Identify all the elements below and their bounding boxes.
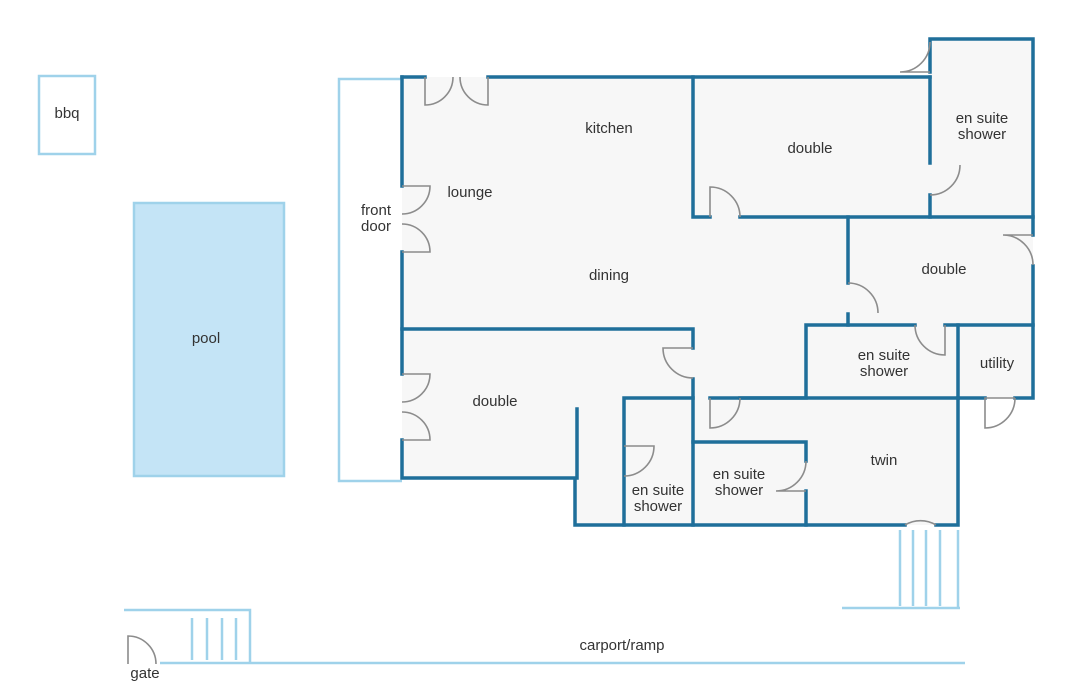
ensuite-bc-label: shower bbox=[715, 482, 763, 499]
double-left-door-icon bbox=[401, 411, 431, 441]
twin-door-icon bbox=[709, 397, 741, 429]
front-door-icon bbox=[401, 185, 431, 215]
bbq-label: bbq bbox=[54, 105, 79, 122]
ensuite-bc-door-icon bbox=[775, 460, 807, 492]
utility-door-icon bbox=[984, 397, 1016, 429]
ensuite-top-label: en suite bbox=[956, 110, 1009, 127]
house-floor bbox=[402, 39, 1033, 525]
ensuite-top-exterior-door-icon bbox=[899, 41, 931, 73]
lounge-label: lounge bbox=[447, 184, 492, 201]
ensuite-bl-label: shower bbox=[634, 498, 682, 515]
double-top-label: double bbox=[787, 140, 832, 157]
front-door-icon bbox=[401, 223, 431, 253]
gate-icon bbox=[127, 635, 157, 665]
ensuite-top-label: shower bbox=[958, 126, 1006, 143]
ensuite-top-door-icon bbox=[929, 164, 961, 196]
ensuite-mid-label: en suite bbox=[858, 347, 911, 364]
ensuite-mid-door-icon bbox=[914, 324, 946, 356]
double-right-door-icon bbox=[847, 282, 879, 314]
kitchen-label: kitchen bbox=[585, 120, 633, 137]
interior-walls bbox=[400, 75, 1035, 527]
dining-label: dining bbox=[589, 267, 629, 284]
front-door-label: door bbox=[361, 218, 391, 235]
double-right-exterior-door-icon bbox=[1002, 234, 1034, 266]
carport-label: carport/ramp bbox=[579, 637, 664, 654]
steps-right bbox=[842, 530, 960, 610]
bbq-area bbox=[37, 74, 97, 156]
ensuite-bl-door-icon bbox=[623, 445, 655, 477]
ensuite-bl-label: en suite bbox=[632, 482, 685, 499]
double-left-door-icon bbox=[401, 373, 431, 403]
pool-label: pool bbox=[192, 330, 220, 347]
double-right-label: double bbox=[921, 261, 966, 278]
gate-label: gate bbox=[130, 665, 159, 682]
kitchen-door-icon bbox=[424, 76, 454, 106]
twin-label: twin bbox=[871, 452, 898, 469]
kitchen-door-icon bbox=[459, 76, 489, 106]
ensuite-bc-label: en suite bbox=[713, 466, 766, 483]
front-door-label: front bbox=[361, 202, 392, 219]
double-left-inner-door-icon bbox=[662, 347, 694, 379]
exterior-walls bbox=[400, 37, 1035, 527]
porch-outline bbox=[337, 77, 402, 483]
double-left-label: double bbox=[472, 393, 517, 410]
utility-label: utility bbox=[980, 355, 1015, 372]
double-top-door-icon bbox=[709, 186, 741, 218]
twin-exterior-door-icon bbox=[904, 519, 937, 526]
ensuite-mid-label: shower bbox=[860, 363, 908, 380]
door-swings bbox=[127, 41, 1034, 665]
carport-outline bbox=[124, 608, 965, 665]
pool bbox=[132, 201, 286, 478]
